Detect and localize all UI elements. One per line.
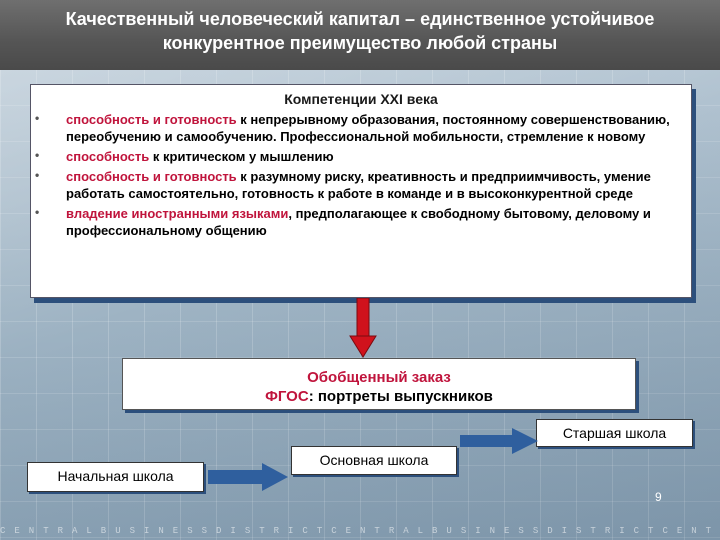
header-line-1: Качественный человеческий капитал – един… xyxy=(65,9,655,29)
senior-school-box: Старшая школа xyxy=(536,419,693,447)
bullet-icon: • xyxy=(35,168,40,182)
bullet-icon: • xyxy=(35,111,40,125)
basic-school-box: Основная школа xyxy=(291,446,457,475)
item-text: , предполагающее к свободному бытовому, … xyxy=(66,206,651,238)
bullet-icon: • xyxy=(35,148,40,162)
list-item: • владение иностранными языками, предпол… xyxy=(31,205,691,239)
slide-header: Качественный человеческий капитал – един… xyxy=(0,0,720,70)
order-title: Обобщенный заказ xyxy=(307,369,451,386)
list-item: • способность и готовность к непрерывном… xyxy=(31,111,691,145)
footer-watermark: CENTRALBUSINESSDISTRICTCENTRALBUSINESSDI… xyxy=(0,526,720,536)
fgos-label: ФГОС xyxy=(265,388,309,405)
competencies-title: Компетенции XXI века xyxy=(284,91,438,107)
order-subtitle-text: : портреты выпускников xyxy=(308,388,493,405)
item-text: к критическом у мышлению xyxy=(149,149,334,164)
down-arrow-icon xyxy=(349,298,377,358)
generalized-order-box: Обобщенный заказ ФГОС: портреты выпускни… xyxy=(122,358,636,410)
right-arrow-icon xyxy=(208,463,288,491)
bullet-icon: • xyxy=(35,205,40,219)
item-text: к разумному риску, креативность и предпр… xyxy=(66,169,651,201)
page-number: 9 xyxy=(655,490,662,504)
item-lead: способность и готовность xyxy=(66,112,237,127)
right-arrow-icon xyxy=(460,428,538,454)
competencies-box: Компетенции XXI века • способность и гот… xyxy=(30,84,692,298)
list-item: • способность и готовность к разумному р… xyxy=(31,168,691,202)
item-text: к непрерывному образования, постоянному … xyxy=(66,112,670,144)
order-subtitle: ФГОС: портреты выпускников xyxy=(123,387,635,406)
header-line-2: конкурентное преимущество любой страны xyxy=(162,33,558,53)
item-lead: способность xyxy=(66,149,150,164)
item-lead: способность и готовность xyxy=(66,169,237,184)
primary-school-box: Начальная школа xyxy=(27,462,204,492)
competencies-list: • способность и готовность к непрерывном… xyxy=(31,111,691,242)
list-item: • способность к критическом у мышлению xyxy=(31,148,691,165)
item-lead: владение иностранными языками xyxy=(66,206,289,221)
